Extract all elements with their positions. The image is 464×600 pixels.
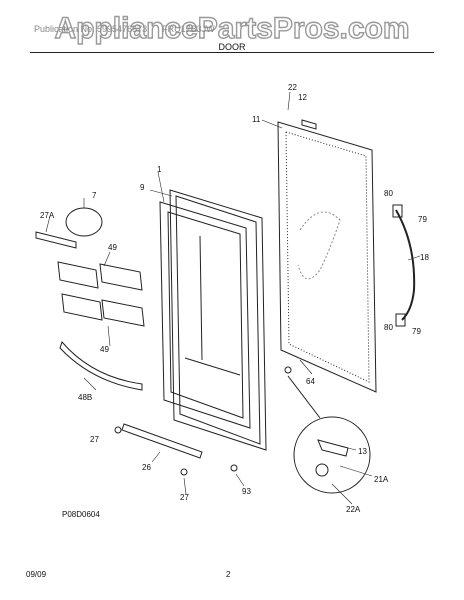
callout-26: 26 xyxy=(142,463,151,472)
footer-date: 09/09 xyxy=(26,570,47,579)
callout-79-bottom: 79 xyxy=(412,327,421,336)
header-divider xyxy=(30,52,434,53)
screw xyxy=(284,366,292,374)
screw xyxy=(180,468,188,476)
hinge-pin xyxy=(315,463,329,477)
hinge-bracket xyxy=(317,439,349,457)
callout-27-left: 27 xyxy=(90,435,99,444)
hinge-detail-circle xyxy=(293,416,371,494)
screw xyxy=(114,426,122,434)
callout-48b: 48B xyxy=(78,393,92,402)
publication-number: Publication No: 5995476573 xyxy=(34,24,148,34)
callout-79-top: 79 xyxy=(418,215,427,224)
callout-27-bottom: 27 xyxy=(180,493,189,502)
callout-11: 11 xyxy=(252,115,261,124)
callout-13: 13 xyxy=(358,447,367,456)
callout-64: 64 xyxy=(306,377,315,386)
callout-7: 7 xyxy=(92,191,97,200)
watermark-logo: AppliancePartsPros.com xyxy=(54,11,411,45)
screw xyxy=(230,464,238,472)
callout-93: 93 xyxy=(242,487,251,496)
callout-18: 18 xyxy=(420,253,429,262)
dairy-door xyxy=(65,207,103,237)
door-bins xyxy=(57,261,145,327)
callout-22a: 22A xyxy=(346,505,361,514)
section-title: DOOR xyxy=(218,42,246,52)
door-handle xyxy=(392,204,416,327)
callout-21a: 21A xyxy=(374,475,389,484)
door-liner xyxy=(159,201,251,429)
callout-27a: 27A xyxy=(40,211,55,220)
door-tab xyxy=(301,119,317,130)
callout-80-bottom: 80 xyxy=(384,323,393,332)
callout-80-top: 80 xyxy=(384,189,393,198)
publication-header: Publication No: 5995476573 FRU17B3JW xyxy=(34,24,215,34)
trim-strip xyxy=(121,423,203,459)
diagram-id: P08D0604 xyxy=(62,510,100,519)
callout-9: 9 xyxy=(140,183,145,192)
outer-door-panel xyxy=(277,121,377,393)
callout-49-bottom: 49 xyxy=(100,345,109,354)
callout-12: 12 xyxy=(298,93,307,102)
callout-49-top: 49 xyxy=(108,243,117,252)
callout-1: 1 xyxy=(157,165,162,174)
shelf-rail xyxy=(59,341,143,391)
callout-22: 22 xyxy=(288,83,297,92)
model-number: FRU17B3JW xyxy=(162,24,215,34)
door-gasket xyxy=(169,189,267,451)
watermark-text: AppliancePartsPros.com xyxy=(54,12,409,45)
bracket xyxy=(35,231,77,249)
footer-page-number: 2 xyxy=(226,570,231,579)
